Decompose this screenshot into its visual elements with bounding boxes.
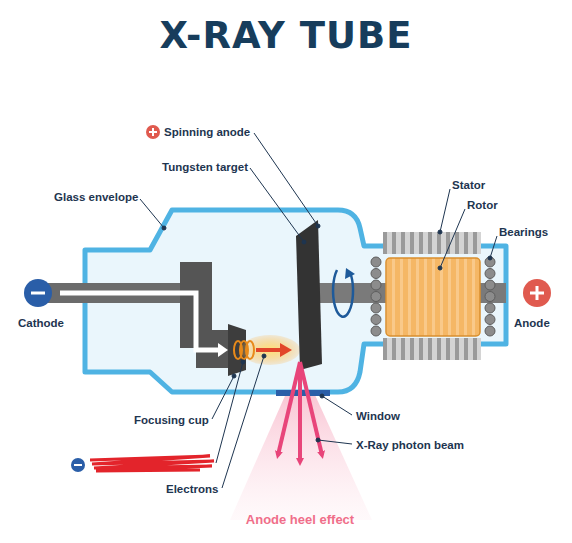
electron-arrowhead xyxy=(280,343,292,357)
part-label: Focusing cup xyxy=(134,414,209,427)
electron-arrow xyxy=(256,348,282,352)
part-label: Spinning anode xyxy=(164,126,250,139)
filament-coil xyxy=(234,341,254,359)
plus-icon xyxy=(146,125,160,139)
bearing-ball xyxy=(371,292,381,302)
bearing-ball xyxy=(371,280,381,290)
bearing-ball xyxy=(485,257,495,267)
part-label: Anode heel effect xyxy=(246,513,354,527)
part-label: Stator xyxy=(452,179,485,192)
title: X-RAY TUBE xyxy=(0,14,572,57)
anode-terminal xyxy=(523,279,551,307)
bearing-ball xyxy=(371,326,381,336)
bearing-ball xyxy=(485,315,495,325)
bearing-ball xyxy=(485,292,495,302)
electron-glow xyxy=(240,335,300,365)
bearing-ball xyxy=(485,326,495,336)
part-label: X-Ray photon beam xyxy=(356,439,464,452)
current-path xyxy=(60,293,222,350)
plus-sign xyxy=(530,286,544,300)
bearings xyxy=(371,257,495,336)
minus-sign xyxy=(31,292,45,295)
part-label: Electrons xyxy=(166,483,218,496)
part-label: Rotor xyxy=(467,199,498,212)
rotation-arrow xyxy=(333,270,353,317)
stator-bottom xyxy=(383,338,481,360)
bearing-ball xyxy=(485,280,495,290)
part-label: Glass envelope xyxy=(54,191,138,204)
current-arrowhead xyxy=(218,343,228,357)
rotor xyxy=(386,258,480,336)
redaction-scribble xyxy=(90,456,214,471)
leader-lines xyxy=(140,133,497,488)
rotation-arrowhead xyxy=(345,268,355,279)
part-label: Cathode xyxy=(18,317,64,330)
bearing-ball xyxy=(485,303,495,313)
tungsten-target xyxy=(296,220,322,370)
part-label: Bearings xyxy=(499,226,548,239)
cathode-terminal xyxy=(24,279,52,307)
bearing-ball xyxy=(371,315,381,325)
minus-sign xyxy=(74,464,82,466)
part-label: Window xyxy=(356,410,400,423)
plus-sign xyxy=(149,128,157,136)
bearing-ball xyxy=(371,269,381,279)
bearing-ball xyxy=(485,269,495,279)
part-label: Anode xyxy=(514,317,550,330)
stator-top xyxy=(383,232,481,254)
beam-arrows xyxy=(278,362,322,462)
bearing-ball xyxy=(371,303,381,313)
part-label: Tungsten target xyxy=(162,161,248,174)
bearing-ball xyxy=(371,257,381,267)
minus-icon xyxy=(71,458,85,472)
